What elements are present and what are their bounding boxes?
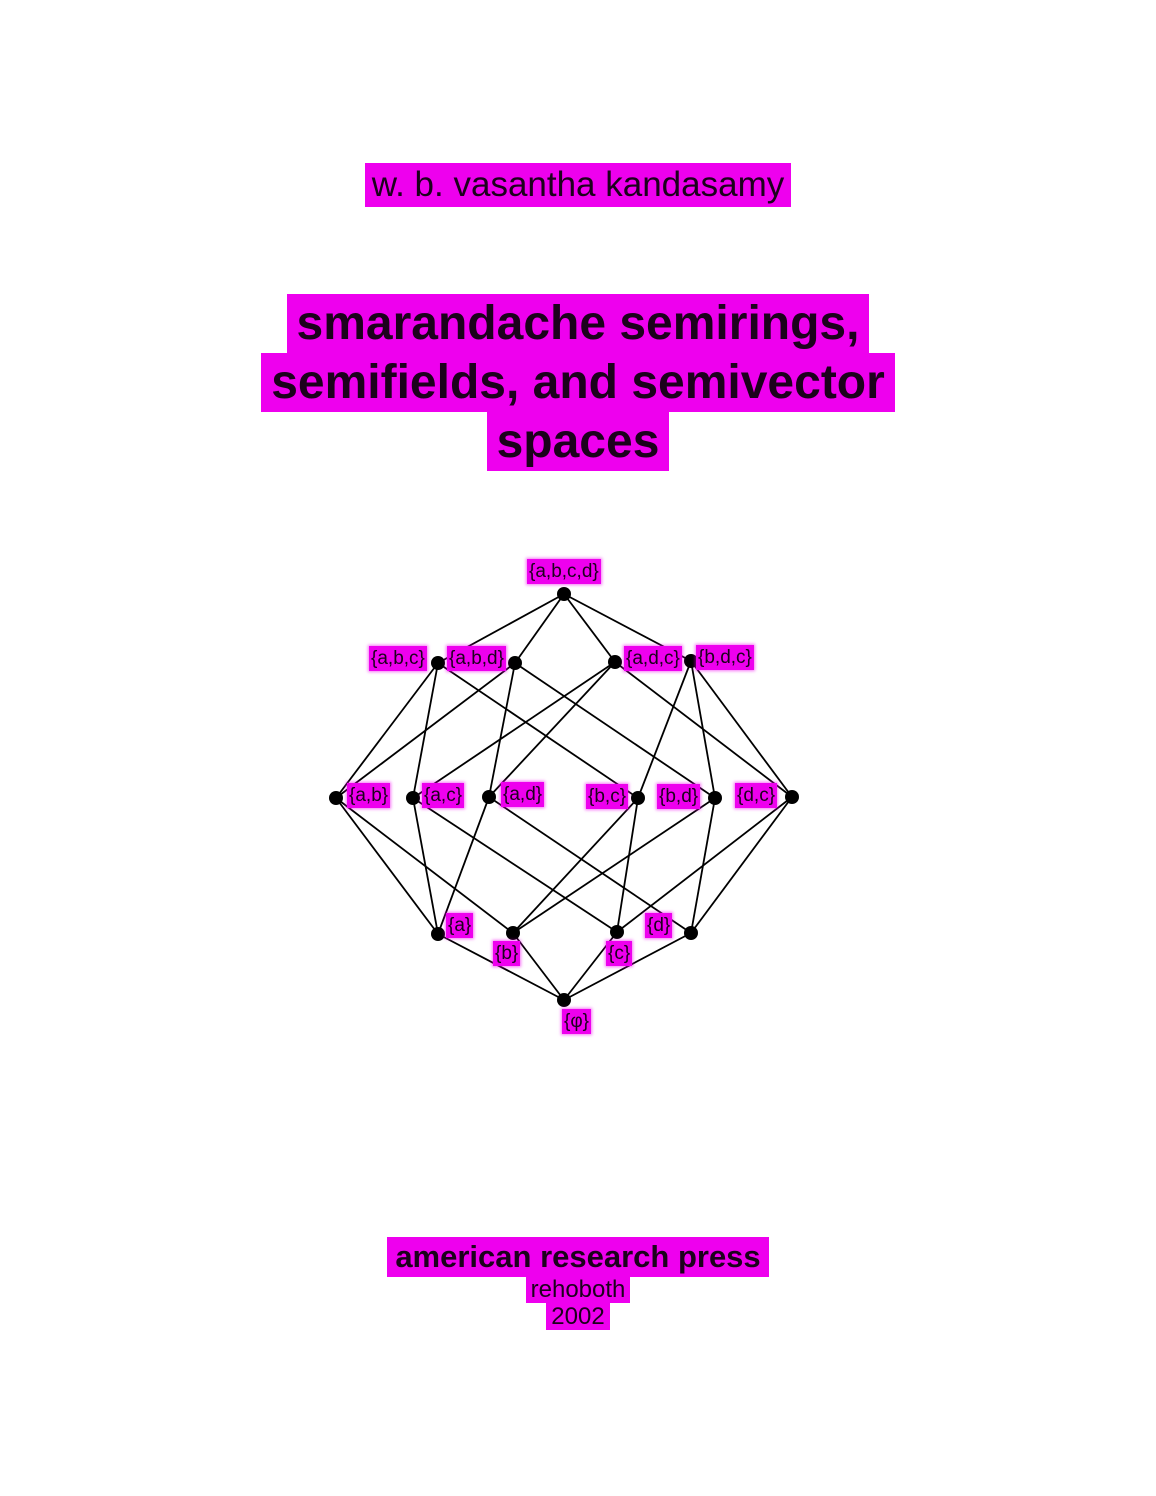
node-label-adc: {a,d,c} (624, 646, 682, 671)
lattice-edge-adc-ac (412, 661, 616, 799)
year-line: 2002 (0, 1303, 1156, 1330)
lattice-edge-abc-ab (335, 662, 439, 799)
author-line: w. b. vasantha kandasamy (0, 163, 1156, 207)
lattice-edge-ac-c (412, 797, 618, 933)
lattice-edge-abd-bd (514, 662, 716, 799)
title-text-1: smarandache semirings, (286, 294, 870, 353)
lattice-edge-bc-c (616, 797, 639, 933)
lattice-node-ad (482, 790, 496, 804)
title-text-2: semifields, and semivector (261, 353, 895, 412)
lattice-node-ab (329, 791, 343, 805)
publisher-block: american research press rehoboth 2002 (0, 1237, 1156, 1330)
lattice-node-abcd (557, 587, 571, 601)
lattice-node-bd (708, 791, 722, 805)
publisher-name: american research press (387, 1237, 769, 1277)
lattice-node-ac (406, 791, 420, 805)
node-label-abc: {a,b,c} (369, 646, 427, 671)
lattice-edge-abd-ad (488, 662, 516, 798)
lattice-edge-ac-a (412, 797, 439, 935)
node-label-ac: {a,c} (422, 783, 465, 808)
lattice-node-abc (431, 656, 445, 670)
book-title: smarandache semirings, semifields, and s… (0, 294, 1156, 471)
lattice-edge-a-phi (437, 933, 565, 1001)
city-line: rehoboth (0, 1277, 1156, 1303)
lattice-edge-bdc-bd (690, 660, 716, 799)
lattice-edge-bdc-bc (637, 660, 692, 799)
lattice-edge-abcd-abd (514, 593, 565, 664)
lattice-node-abd (508, 656, 522, 670)
title-text-3: spaces (486, 412, 670, 471)
lattice-node-d (684, 926, 698, 940)
lattice-edge-abd-ab (335, 662, 516, 799)
node-label-abcd: {a,b,c,d} (527, 559, 601, 584)
lattice-edge-dc-d (690, 796, 793, 934)
title-line-1: smarandache semirings, (0, 294, 1156, 353)
lattice-node-b (506, 926, 520, 940)
lattice-edge-bdc-dc (690, 660, 793, 798)
lattice-node-a (431, 927, 445, 941)
lattice-node-phi (557, 993, 571, 1007)
lattice-node-adc (608, 655, 622, 669)
node-label-a: {a} (446, 913, 474, 938)
title-line-3: spaces (0, 412, 1156, 471)
author-name: w. b. vasantha kandasamy (364, 163, 792, 207)
lattice-edge-adc-ad (488, 661, 616, 798)
publisher-line: american research press (0, 1237, 1156, 1277)
node-label-d: {d} (645, 913, 673, 938)
node-label-ab: {a,b} (347, 783, 391, 808)
node-label-abd: {a,b,d} (447, 646, 506, 671)
node-label-bc: {b,c} (586, 784, 629, 809)
publisher-city: rehoboth (525, 1277, 631, 1303)
lattice-edge-b-phi (512, 932, 565, 1001)
lattice-node-bc (631, 791, 645, 805)
lattice-edge-bc-b (512, 797, 639, 934)
title-line-2: semifields, and semivector (0, 353, 1156, 412)
lattice-edge-ab-a (335, 797, 439, 935)
lattice-node-dc (785, 790, 799, 804)
lattice-edge-ad-a (437, 796, 490, 935)
lattice-edge-dc-c (616, 796, 793, 933)
node-label-bd: {b,d} (657, 784, 701, 809)
lattice-edge-ad-d (488, 796, 692, 934)
node-label-phi: {φ} (562, 1009, 592, 1034)
lattice-node-c (610, 925, 624, 939)
node-label-b: {b} (493, 941, 521, 966)
lattice-edge-abcd-adc (563, 593, 616, 663)
node-label-c: {c} (606, 941, 633, 966)
lattice-node-bdc (684, 654, 698, 668)
node-label-bdc: {b,d,c} (696, 645, 754, 670)
lattice-edge-d-phi (563, 932, 692, 1001)
lattice-edge-bd-b (512, 797, 716, 934)
lattice-edge-abc-bc (437, 662, 639, 799)
node-label-ad: {a,d} (501, 782, 545, 807)
node-label-dc: {d,c} (735, 783, 778, 808)
publisher-year: 2002 (546, 1303, 610, 1330)
